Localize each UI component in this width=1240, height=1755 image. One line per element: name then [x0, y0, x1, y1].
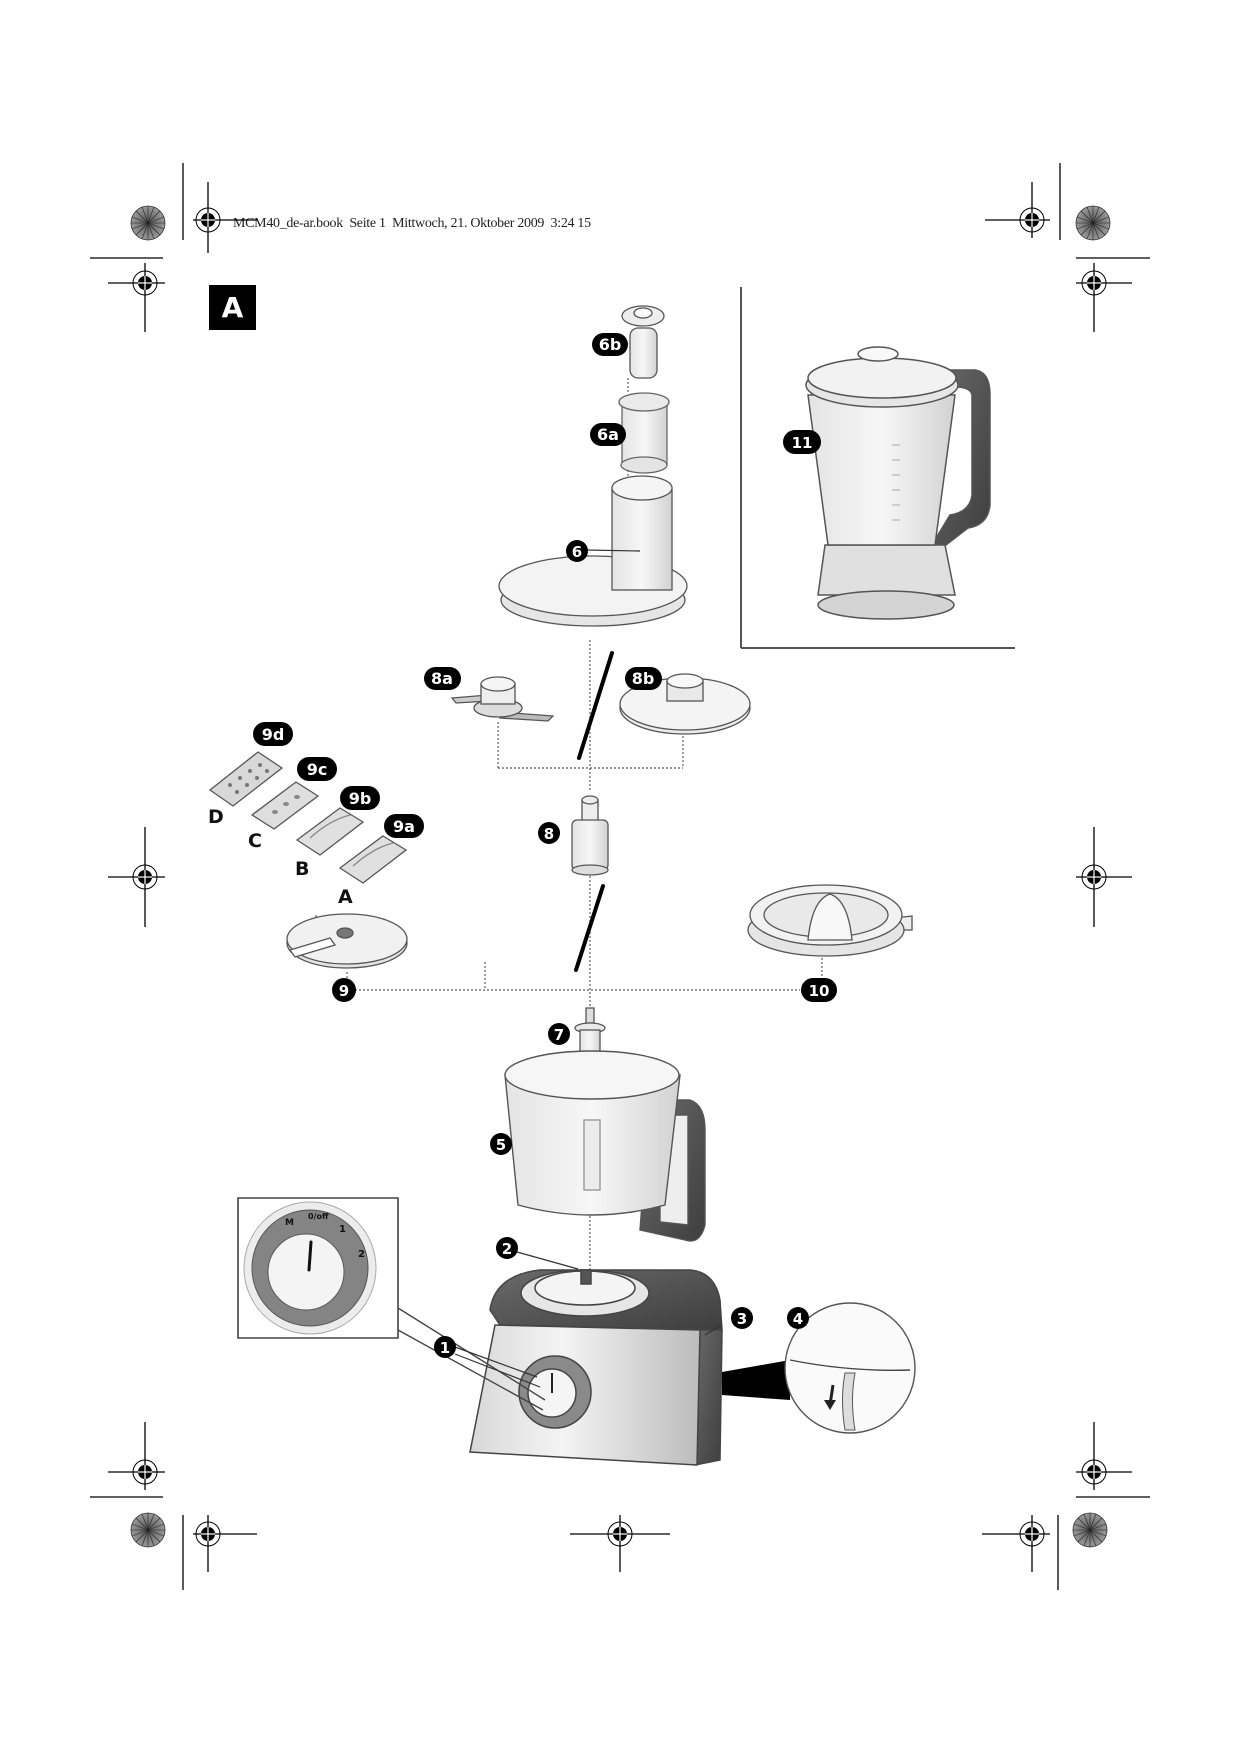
print-slug: MCM40_de-ar.book Seite 1 Mittwoch, 21. O…: [233, 216, 591, 231]
svg-text:6b: 6b: [599, 335, 622, 354]
insert-letter-d: D: [208, 806, 224, 828]
insert-letters: D C B A: [208, 806, 353, 908]
insert-letter-b: B: [295, 858, 309, 880]
part-8-blade-carrier: [571, 795, 609, 876]
dial-label-m: M: [285, 1218, 294, 1228]
svg-text:2: 2: [502, 1240, 512, 1258]
svg-text:9d: 9d: [262, 725, 285, 744]
leader-lines: [454, 549, 723, 1388]
callout-9: 9: [332, 978, 356, 1002]
callout-3: 3: [731, 1307, 753, 1329]
callout-9c: 9c: [297, 757, 337, 781]
svg-text:4: 4: [793, 1310, 803, 1328]
cable-storage-inset: [722, 1302, 916, 1434]
insert-9c: [250, 781, 320, 830]
blender-frame: [740, 287, 1015, 649]
callout-8: 8: [538, 822, 560, 844]
part-3-base-unit: [469, 1269, 723, 1466]
insert-letter-c: C: [248, 830, 262, 852]
svg-text:1: 1: [440, 1339, 450, 1357]
callout-9d: 9d: [253, 722, 293, 746]
svg-text:9a: 9a: [393, 817, 415, 836]
callout-8a: 8a: [424, 667, 461, 690]
part-11-blender: [805, 346, 991, 620]
callout-8b: 8b: [625, 667, 662, 690]
svg-text:5: 5: [496, 1136, 506, 1154]
callout-2: 2: [496, 1237, 518, 1259]
dial-label-1: 1: [339, 1224, 346, 1235]
insert-9b: [295, 807, 365, 856]
callout-9a: 9a: [384, 814, 424, 838]
color-star-icon: [1075, 205, 1111, 241]
svg-text:9: 9: [339, 982, 349, 1000]
part-6a-pusher: [618, 392, 670, 474]
part-6-lid: [498, 475, 688, 627]
callout-10: 10: [801, 978, 837, 1002]
section-badge: A: [209, 285, 256, 330]
callout-11: 11: [783, 430, 821, 454]
dial-label-2: 2: [358, 1249, 365, 1260]
part-10-citrus-press: [747, 884, 913, 957]
alternative-slashes: [574, 651, 614, 972]
color-star-icon: [1072, 1512, 1108, 1548]
callout-6a: 6a: [590, 423, 626, 446]
svg-text:7: 7: [554, 1026, 564, 1044]
part-6b-stopper: [621, 305, 665, 379]
svg-text:8a: 8a: [431, 669, 453, 688]
callouts: 6b 6a 6 8a 8b 9d 9c 9b 9a 8 9 10 11 7 5 …: [253, 333, 837, 1358]
insert-letter-a: A: [338, 886, 353, 908]
color-star-icon: [130, 205, 166, 241]
svg-text:8b: 8b: [632, 669, 655, 688]
callout-1: 1: [434, 1336, 456, 1358]
dial-label-off: 0/off: [308, 1212, 329, 1221]
part-9-insert-disc: [286, 913, 408, 969]
svg-text:3: 3: [737, 1310, 747, 1328]
part-8a-blade: [450, 676, 555, 722]
insert-9a: [338, 835, 408, 884]
svg-text:8: 8: [544, 825, 554, 843]
svg-text:6: 6: [572, 543, 582, 561]
svg-text:9c: 9c: [307, 760, 328, 779]
callout-4: 4: [787, 1307, 809, 1329]
insert-9d: [208, 751, 284, 807]
callout-6b: 6b: [592, 333, 628, 356]
dial-inset: M 0/off 1 2: [237, 1197, 546, 1411]
svg-text:6a: 6a: [597, 425, 619, 444]
callout-7: 7: [548, 1023, 570, 1045]
part-8b-whisking-disc: [619, 673, 751, 735]
svg-text:11: 11: [792, 434, 813, 452]
svg-text:10: 10: [809, 982, 830, 1000]
svg-text:9b: 9b: [349, 789, 372, 808]
callout-6: 6: [566, 540, 588, 562]
callout-9b: 9b: [340, 786, 380, 810]
part-5-processing-bowl: [504, 1050, 706, 1242]
color-star-icon: [130, 1512, 166, 1548]
callout-5: 5: [490, 1133, 512, 1155]
